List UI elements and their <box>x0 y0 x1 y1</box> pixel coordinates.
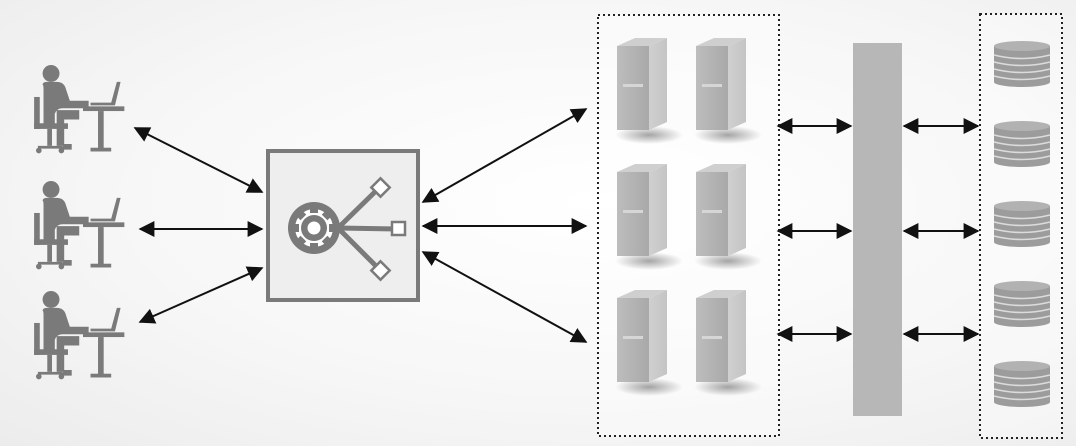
bidirectional-arrow-3 <box>138 266 264 324</box>
bidirectional-arrow-6 <box>421 251 588 343</box>
load-balancer-box <box>266 149 420 302</box>
bidirectional-arrow-4 <box>421 108 588 203</box>
connector-arrows <box>133 108 980 343</box>
user-at-desk-icon-3 <box>34 291 125 380</box>
database-stack-icon-5 <box>993 360 1051 408</box>
bidirectional-arrow-1 <box>133 127 264 193</box>
database-stack-icon-2 <box>993 120 1051 168</box>
database-stack-icon-3 <box>993 200 1051 248</box>
user-at-desk-icon-2 <box>34 181 125 270</box>
users-group <box>34 65 125 380</box>
user-at-desk-icon-1 <box>34 65 125 154</box>
gear-distribution-icon <box>288 176 407 282</box>
vertical-bus <box>853 43 902 416</box>
database-stack-icon-1 <box>993 40 1051 88</box>
server-cluster <box>597 14 780 437</box>
database-cluster <box>979 13 1063 439</box>
database-stack-icon-4 <box>993 280 1051 328</box>
